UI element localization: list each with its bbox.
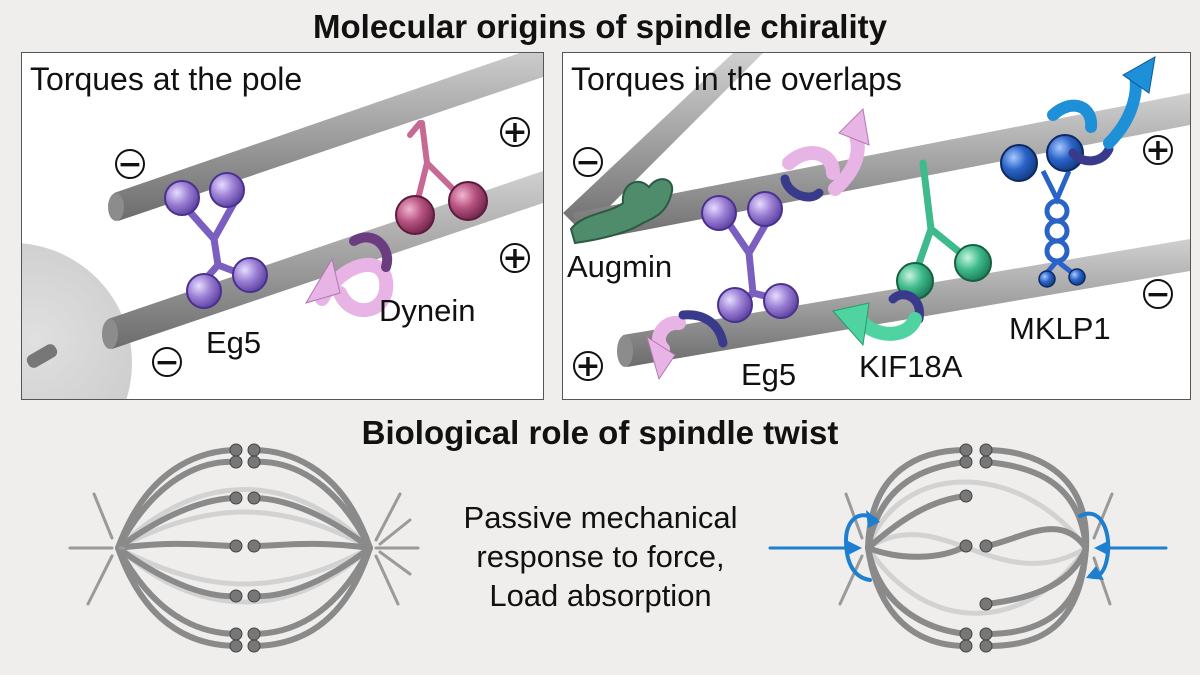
label-eg5-left: Eg5 <box>206 325 262 360</box>
bottom-caption: Passive mechanical response to force, Lo… <box>408 498 793 615</box>
label-augmin: Augmin <box>567 249 673 284</box>
caption-line-3: Load absorption <box>489 578 712 613</box>
compression-force-arrows <box>768 541 1168 555</box>
label-kif18a: KIF18A <box>859 349 963 384</box>
overlap-illustration <box>563 53 1190 381</box>
figure-title: Molecular origins of spindle chirality <box>313 8 887 45</box>
spindle-untwisted <box>68 443 420 653</box>
rotation-arrows <box>843 510 1111 582</box>
caption-line-2: response to force, <box>476 539 725 574</box>
eg5-torque-arrow-bottom <box>646 310 728 381</box>
panel-torques-in-overlaps: Torques in the overlaps Augmin Eg5 KIF18… <box>562 52 1191 400</box>
label-dynein: Dynein <box>379 293 476 328</box>
kif18a-torque-arrow <box>832 290 924 347</box>
plus-sign-top-right: + <box>500 117 530 148</box>
caption-line-1: Passive mechanical <box>463 500 738 535</box>
dynein-motor <box>407 120 460 206</box>
augmin-protein <box>569 178 674 245</box>
dynein-torque-arrow <box>304 232 394 317</box>
spindle-pole <box>22 243 132 399</box>
kif18a-motor <box>911 159 967 279</box>
bottom-title: Biological role of spindle twist <box>361 414 839 451</box>
eg5-torque-arrow-top <box>780 107 870 202</box>
label-mklp1: MKLP1 <box>1009 311 1111 346</box>
mklp1-torque-arrow <box>1047 56 1156 166</box>
plus-sign-bottom-left-right-panel: + <box>573 351 603 382</box>
panel-title-left: Torques at the pole <box>30 61 303 97</box>
minus-sign-top-left-right-panel: − <box>573 147 603 178</box>
pole-centriole <box>26 344 58 368</box>
plus-sign-top-right-right-panel: + <box>1143 135 1173 166</box>
minus-sign-bottom-left: − <box>152 347 182 378</box>
panel-title-right: Torques in the overlaps <box>571 61 902 97</box>
spindle-twisted <box>768 443 1168 653</box>
minus-sign-top-left: − <box>115 149 145 180</box>
panel-torques-at-pole: Torques at the pole Eg5 Dynein − + + − <box>21 52 544 400</box>
plus-sign-bottom-right: + <box>500 243 530 274</box>
microtubule-top-right <box>573 93 1190 243</box>
microtubule-bottom-right <box>617 239 1190 367</box>
label-eg5-right: Eg5 <box>741 357 797 392</box>
pole-illustration <box>22 53 543 399</box>
minus-sign-bottom-right-right-panel: − <box>1143 279 1173 310</box>
